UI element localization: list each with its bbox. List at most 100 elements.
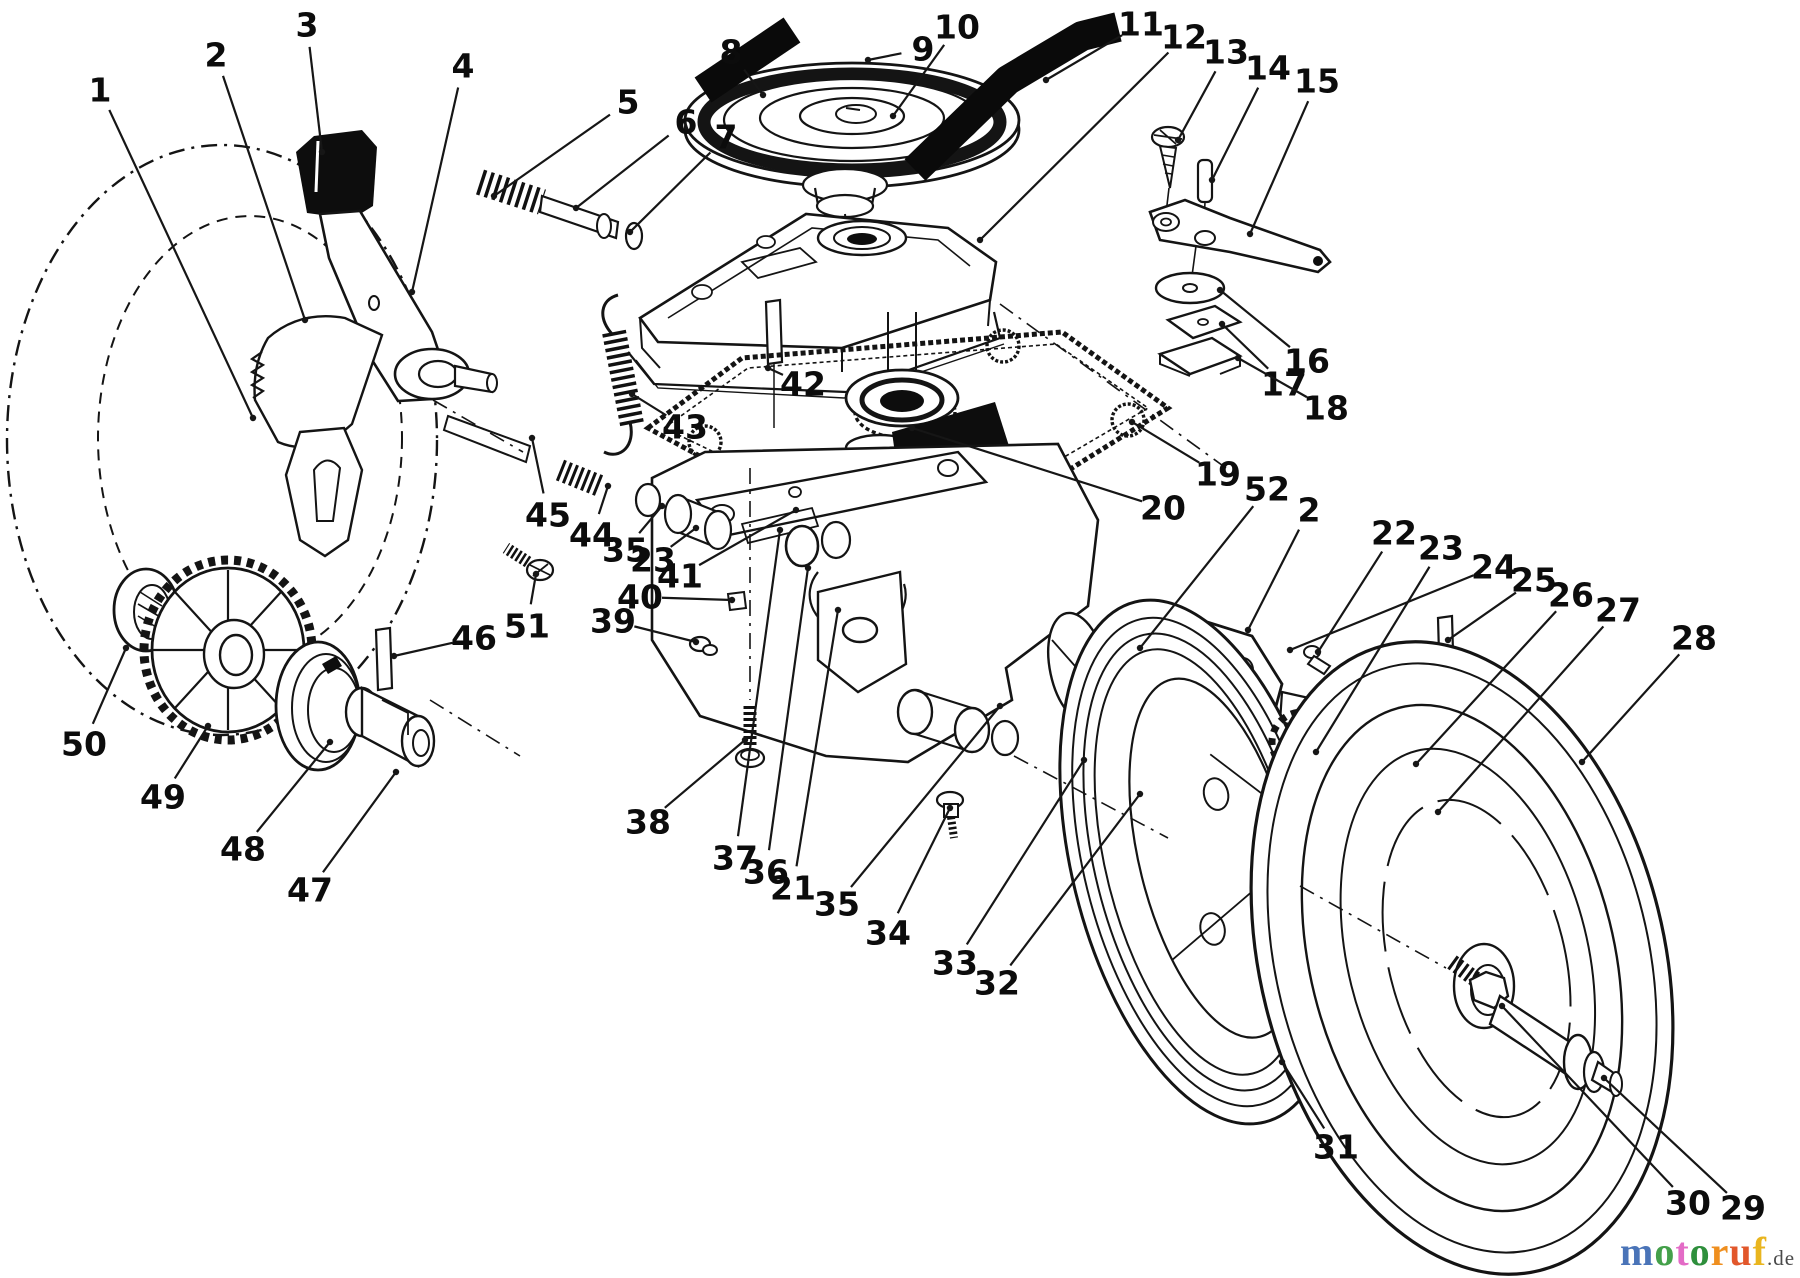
part-number: 27 xyxy=(1595,591,1641,630)
gear-housing xyxy=(650,442,1100,764)
part-number: 35 xyxy=(602,531,648,570)
logo-letter: m xyxy=(1620,1229,1655,1274)
part-number: 23 xyxy=(630,541,676,580)
bushing-35 xyxy=(634,482,662,518)
brake-lever-15 xyxy=(1148,198,1332,274)
part-number: 16 xyxy=(1284,342,1330,381)
part-number: 26 xyxy=(1548,576,1594,615)
part-number: 33 xyxy=(932,944,978,983)
part-label-33: 33 xyxy=(932,756,1088,983)
logo-letter: t xyxy=(1675,1229,1690,1274)
part-number: 23 xyxy=(1418,529,1464,568)
part-number: 47 xyxy=(287,871,333,910)
part-label-3: 3 xyxy=(296,6,326,156)
part-number: 51 xyxy=(504,607,550,646)
centerlines xyxy=(429,303,1447,969)
stud-40 xyxy=(726,590,748,612)
part-number: 24 xyxy=(1471,548,1517,587)
part-label-2: 2 xyxy=(205,36,309,324)
part-number: 7 xyxy=(715,118,738,157)
rod-45 xyxy=(442,414,532,464)
part-label-11: 11 xyxy=(1042,5,1164,84)
part-label-34: 34 xyxy=(865,804,954,953)
part-number: 18 xyxy=(1303,389,1349,428)
part-label-8: 8 xyxy=(720,33,767,99)
gear-cluster xyxy=(112,555,436,772)
logo-word: motoruf xyxy=(1620,1229,1767,1274)
part-label-39: 39 xyxy=(590,602,700,646)
part-label-28: 28 xyxy=(1578,619,1717,766)
pin-46 xyxy=(374,626,394,692)
part-label-13: 13 xyxy=(1174,33,1249,144)
part-label-19: 19 xyxy=(1128,418,1241,494)
part-label-38: 38 xyxy=(625,736,749,842)
part-number: 43 xyxy=(662,408,708,447)
rubber-knob xyxy=(296,130,377,219)
part-number: 49 xyxy=(140,778,186,817)
part-label-4: 4 xyxy=(408,47,475,296)
part-number: 42 xyxy=(780,365,826,404)
watermark-logo: motoruf.de xyxy=(1620,1228,1795,1275)
part-label-48: 48 xyxy=(220,738,334,869)
part-number: 5 xyxy=(617,83,640,122)
part-label-21: 21 xyxy=(770,606,842,908)
part-label-20: 20 xyxy=(908,424,1186,528)
part-number: 31 xyxy=(1313,1128,1359,1167)
part-number: 50 xyxy=(61,725,107,764)
part-label-6: 6 xyxy=(572,103,698,212)
part-number: 9 xyxy=(912,30,935,69)
part-number: 10 xyxy=(934,8,980,47)
part-number: 3 xyxy=(296,6,319,45)
part-label-30: 30 xyxy=(1498,1002,1711,1223)
part-number: 12 xyxy=(1161,18,1207,57)
drive-pulley xyxy=(683,61,1021,237)
part-label-7: 7 xyxy=(626,118,738,236)
part-number: 13 xyxy=(1203,33,1249,72)
part-number: 4 xyxy=(452,47,475,86)
part-number: 20 xyxy=(1140,489,1186,528)
part-label-42: 42 xyxy=(764,365,826,404)
spring-44 xyxy=(555,459,605,497)
part-label-9: 9 xyxy=(864,30,935,69)
part-label-2: 2 xyxy=(1244,491,1320,634)
part-number: 2 xyxy=(205,36,228,75)
part-number: 32 xyxy=(974,964,1020,1003)
clutch-rod-group xyxy=(442,414,733,551)
part-number: 41 xyxy=(657,557,703,596)
part-number: 25 xyxy=(1511,561,1557,600)
part-label-26: 26 xyxy=(1412,576,1594,768)
logo-letter: r xyxy=(1710,1229,1730,1274)
part-label-5: 5 xyxy=(490,83,640,200)
part-label-37: 37 xyxy=(712,526,784,878)
washer-16 xyxy=(1154,271,1226,305)
part-number: 28 xyxy=(1671,619,1717,658)
part-number: 6 xyxy=(675,103,698,142)
part-label-31: 31 xyxy=(1278,1058,1359,1167)
part-label-43: 43 xyxy=(628,390,708,447)
part-number: 19 xyxy=(1195,455,1241,494)
part-label-51: 51 xyxy=(504,570,550,646)
part-label-29: 29 xyxy=(1600,1074,1766,1228)
part-label-15: 15 xyxy=(1246,62,1340,238)
part-label-46: 46 xyxy=(390,619,497,660)
part-label-50: 50 xyxy=(61,644,130,764)
ghost-wheel xyxy=(5,143,439,737)
part-label-25: 25 xyxy=(1444,561,1557,644)
part-label-12: 12 xyxy=(976,18,1207,244)
dowel-pin-42 xyxy=(764,298,784,428)
part-label-40: 40 xyxy=(617,578,736,617)
part-label-32: 32 xyxy=(974,790,1144,1003)
part-number: 29 xyxy=(1720,1189,1766,1228)
part-label-14: 14 xyxy=(1208,49,1291,184)
logo-suffix: .de xyxy=(1767,1246,1796,1270)
part-number: 14 xyxy=(1245,49,1291,88)
brake-cluster xyxy=(1148,125,1332,377)
part-number: 1 xyxy=(89,71,112,110)
part-number: 11 xyxy=(1118,5,1164,44)
part-label-23: 23 xyxy=(630,524,700,580)
part-label-35: 35 xyxy=(602,502,666,570)
part-number: 21 xyxy=(770,869,816,908)
